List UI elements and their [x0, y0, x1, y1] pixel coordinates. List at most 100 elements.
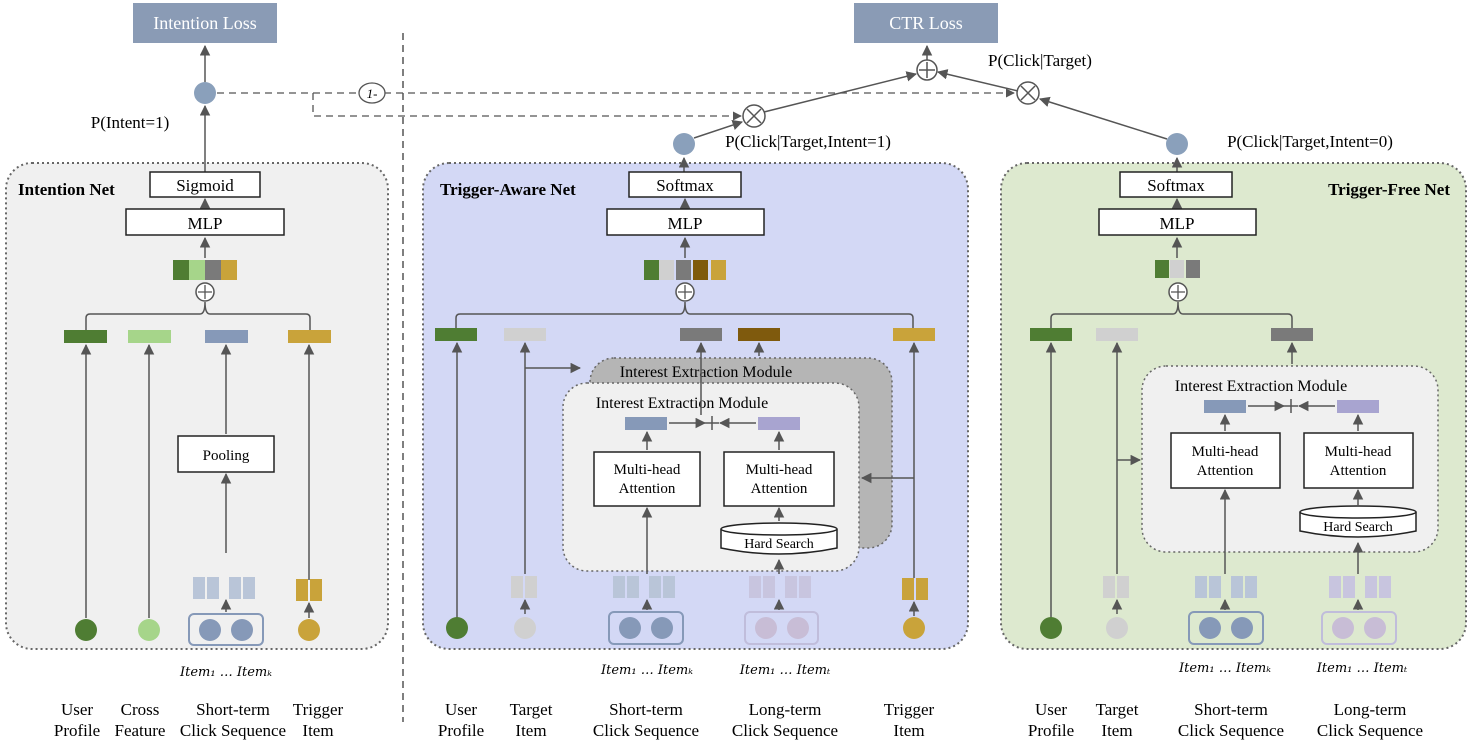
- free-input-label-1b: Profile: [1028, 721, 1074, 740]
- free-hard-search: [1299, 505, 1417, 538]
- intention-cross-embed: [128, 330, 171, 343]
- intention-input-label-3b: Click Sequence: [180, 721, 286, 740]
- free-short-seq-box: [1188, 611, 1264, 645]
- free-hard-search-label: Hard Search: [1323, 520, 1393, 535]
- intention-trigger-embed: [288, 330, 331, 343]
- intention-input-label-4b: Item: [302, 721, 333, 740]
- aware-short-seq-box: [608, 611, 684, 645]
- input-labels: User Profile Cross Feature Short-term Cl…: [54, 700, 1423, 740]
- free-target-node: [1106, 617, 1128, 639]
- aware-input-label-4b: Click Sequence: [732, 721, 838, 740]
- aware-input-label-2a: Target: [510, 700, 553, 719]
- aware-mlp-box: [606, 208, 765, 236]
- intention-user-node: [75, 619, 97, 641]
- aware-user-embed: [435, 328, 477, 341]
- aware-input-label-3a: Short-term: [609, 700, 683, 719]
- aware-short-embed: [680, 328, 722, 341]
- aware-input-label-1a: User: [445, 700, 477, 719]
- aware-module-front-label: Interest Extraction Module: [596, 395, 768, 412]
- aware-mha-left-l1: Multi-head: [614, 462, 681, 478]
- aware-target-embed: [504, 328, 546, 341]
- aware-item-range-k: Item₁ … Itemₖ: [600, 663, 693, 678]
- free-concat-vector: [1155, 260, 1200, 278]
- free-target-embed: [1096, 328, 1138, 341]
- free-mha-left-l1: Multi-head: [1192, 444, 1259, 460]
- aware-mha-left-l2: Attention: [619, 481, 676, 497]
- intention-mlp-label: MLP: [188, 214, 223, 233]
- free-short-embed: [1271, 328, 1313, 341]
- aware-module-back-label: Interest Extraction Module: [620, 364, 792, 381]
- aware-hard-search-label: Hard Search: [744, 537, 814, 552]
- free-item-range-t: Item₁ … Itemₜ: [1316, 661, 1408, 676]
- free-mha-right-l2: Attention: [1330, 463, 1387, 479]
- intention-loss-box: [133, 3, 277, 43]
- intention-sigmoid-label: Sigmoid: [176, 176, 234, 195]
- aware-output-node: [673, 133, 695, 155]
- aware-trigger-node: [903, 617, 925, 639]
- intention-input-label-2b: Feature: [115, 721, 166, 740]
- aware-input-label-4a: Long-term: [749, 700, 822, 719]
- intention-sigmoid-box: [149, 171, 261, 198]
- free-input-label-3a: Short-term: [1194, 700, 1268, 719]
- p-click-intent0-label: P(Click|Target,Intent=0): [1227, 132, 1393, 151]
- free-mha-right-l1: Multi-head: [1325, 444, 1392, 460]
- aware-softmax-box: [628, 171, 742, 198]
- free-mha-right: [1303, 432, 1414, 489]
- free-input-label-3b: Click Sequence: [1178, 721, 1284, 740]
- aware-mha-right-l1: Multi-head: [746, 462, 813, 478]
- ctr-loss-label: CTR Loss: [889, 13, 963, 33]
- aware-input-label-5a: Trigger: [884, 700, 935, 719]
- aware-input-label-3b: Click Sequence: [593, 721, 699, 740]
- free-user-node: [1040, 617, 1062, 639]
- free-input-label-1a: User: [1035, 700, 1067, 719]
- trigger-free-net-title: Trigger-Free Net: [1328, 180, 1450, 199]
- intention-input-label-2a: Cross: [121, 700, 160, 719]
- aware-brace: [455, 301, 914, 328]
- aware-input-label-2b: Item: [515, 721, 546, 740]
- aware-trigger-embed: [893, 328, 935, 341]
- free-mlp-label: MLP: [1160, 214, 1195, 233]
- free-user-embed: [1030, 328, 1072, 341]
- aware-mha-left: [593, 451, 701, 507]
- aware-mha-right: [723, 451, 835, 507]
- intention-output-node: [194, 82, 216, 104]
- intention-brace: [85, 301, 311, 330]
- free-softmax-label: Softmax: [1147, 176, 1205, 195]
- intention-short-seq-embeds: [193, 577, 255, 599]
- aware-concat-vector: [644, 260, 726, 280]
- aware-long-embed: [738, 328, 780, 341]
- aware-target-node: [514, 617, 536, 639]
- p-intent-label: P(Intent=1): [91, 113, 170, 132]
- intention-net-title: Intention Net: [18, 180, 115, 199]
- aware-input-label-5b: Item: [893, 721, 924, 740]
- p-click-target-label: P(Click|Target): [988, 51, 1092, 70]
- intention-net-panel: [5, 162, 389, 650]
- intention-input-label-1a: User: [61, 700, 93, 719]
- free-output-node: [1166, 133, 1188, 155]
- free-long-seq-box: [1321, 611, 1397, 645]
- free-module-label: Interest Extraction Module: [1175, 378, 1347, 395]
- aware-hard-search: [720, 522, 838, 555]
- one-minus-node: [358, 82, 386, 104]
- pooling-label: Pooling: [203, 448, 250, 464]
- free-mha-left: [1170, 432, 1281, 489]
- aware-item-range-t: Item₁ … Itemₜ: [739, 663, 831, 678]
- free-item-range-k: Item₁ … Itemₖ: [1178, 661, 1271, 676]
- intention-input-label-1b: Profile: [54, 721, 100, 740]
- aware-user-node: [446, 617, 468, 639]
- intention-short-seq-box: [188, 613, 264, 646]
- intention-user-embed: [64, 330, 107, 343]
- aware-mlp-label: MLP: [668, 214, 703, 233]
- free-softmax-box: [1119, 171, 1233, 198]
- intention-input-label-3a: Short-term: [196, 700, 270, 719]
- free-input-label-2a: Target: [1096, 700, 1139, 719]
- free-input-label-2b: Item: [1101, 721, 1132, 740]
- intention-input-label-4a: Trigger: [293, 700, 344, 719]
- intention-item-range: Item₁ … Itemₖ: [179, 665, 272, 680]
- intention-trigger-node: [298, 619, 320, 641]
- aware-mha-right-l2: Attention: [751, 481, 808, 497]
- intention-concat-vector: [173, 260, 237, 280]
- intention-loss-label: Intention Loss: [153, 13, 257, 33]
- intention-mlp-box: [125, 208, 285, 236]
- intention-cross-node: [138, 619, 160, 641]
